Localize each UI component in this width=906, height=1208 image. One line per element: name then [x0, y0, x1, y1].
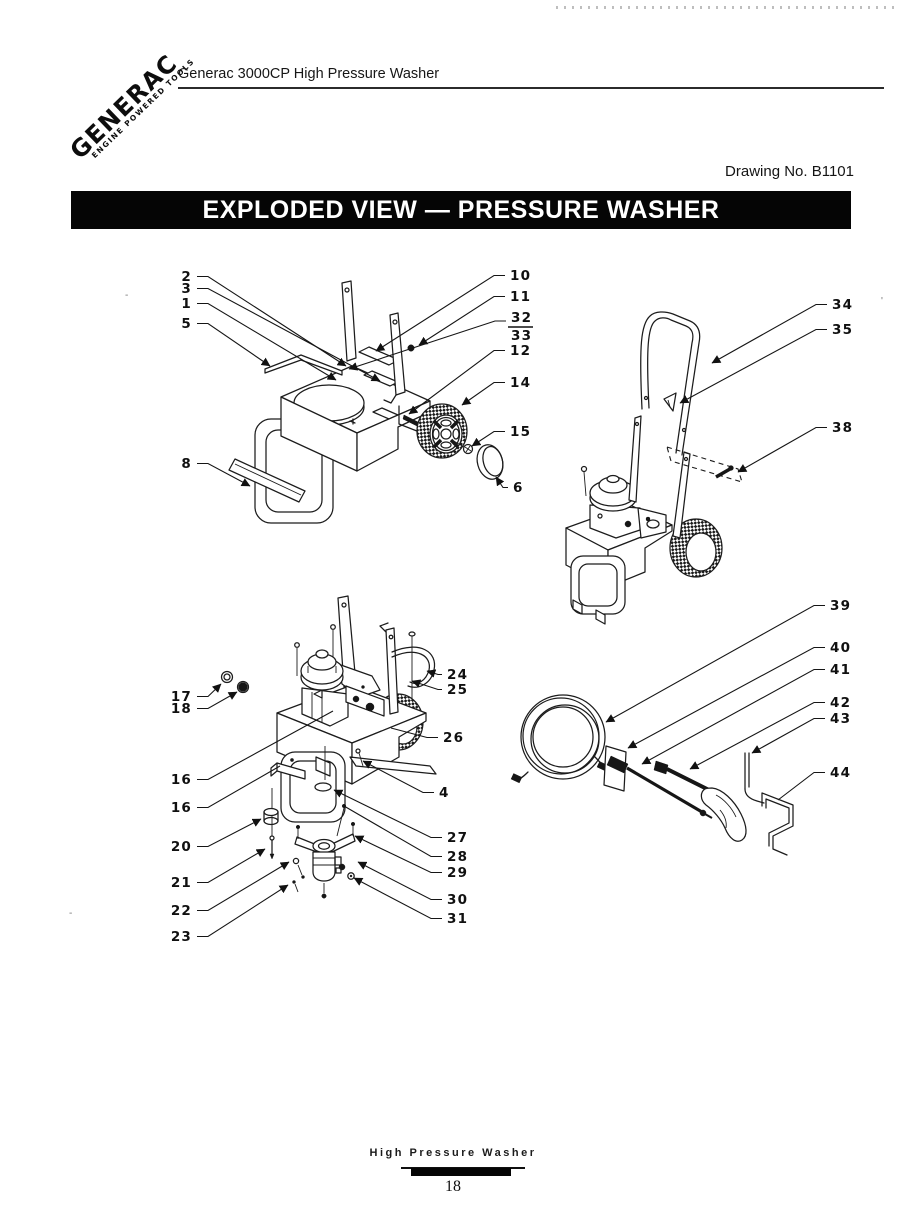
callout-8-leader	[197, 462, 251, 487]
callout-1-leader	[197, 302, 337, 381]
callout-6-leader	[495, 476, 508, 489]
callout-44-leader	[777, 771, 825, 801]
callout-22-label: 22	[171, 903, 192, 919]
hose-wand-gun-drawing	[510, 694, 794, 856]
callout-34-leader	[711, 303, 827, 364]
callout-40-label: 40	[830, 640, 851, 656]
callout-24-leader	[426, 669, 442, 678]
callout-1-label: 1	[181, 296, 192, 312]
callout-11-leader	[418, 295, 505, 346]
callout-42-label: 42	[830, 695, 851, 711]
scan-speck: '	[881, 296, 883, 307]
callout-20-leader	[197, 818, 262, 848]
header-rule	[178, 87, 884, 89]
footer-label: High Pressure Washer	[369, 1147, 537, 1159]
callout-30-label: 30	[447, 892, 468, 908]
callout-31-label: 31	[447, 911, 468, 927]
callout-28-leader	[343, 805, 442, 858]
callout-44-label: 44	[830, 765, 851, 781]
callout-3-leader	[197, 287, 381, 382]
drawing-number: Drawing No. B1101	[725, 163, 854, 180]
callout-29-label: 29	[447, 865, 468, 881]
callout-10-leader	[375, 274, 505, 352]
callout-4-leader	[362, 760, 434, 794]
callout-18-label: 18	[171, 701, 192, 717]
callout-21-label: 21	[171, 875, 192, 891]
callout-31-leader	[353, 877, 442, 920]
callout-16-leader	[197, 765, 281, 809]
frame-wheel-exploded-drawing	[228, 280, 504, 524]
callout-8-label: 8	[181, 456, 192, 472]
callout-24-label: 24	[447, 667, 468, 683]
callout-25-label: 25	[447, 682, 468, 698]
callout-43-label: 43	[830, 711, 851, 727]
callout-2-leader	[197, 275, 347, 367]
callout-3-label: 3	[181, 281, 192, 297]
page-title: Generac 3000CP High Pressure Washer	[178, 66, 440, 82]
callout-16-leader	[197, 710, 334, 781]
callout-6-label: 6	[513, 480, 524, 496]
callout-10-label: 10	[510, 268, 531, 284]
callout-29-leader	[354, 835, 442, 874]
callout-18-leader	[197, 691, 238, 710]
callout-26-leader	[390, 727, 438, 739]
callout-12-label: 12	[510, 343, 531, 359]
callout-14-label: 14	[510, 375, 531, 391]
callout-39-leader	[605, 604, 825, 723]
callout-11-label: 11	[510, 289, 531, 305]
callout-27-label: 27	[447, 830, 468, 846]
callout-39-label: 39	[830, 598, 851, 614]
callout-34-label: 34	[832, 297, 853, 313]
callout-38-label: 38	[832, 420, 853, 436]
callout-23-leader	[197, 884, 289, 938]
callout-4-label: 4	[439, 785, 450, 801]
callout-26-label: 26	[443, 730, 464, 746]
callout-28-label: 28	[447, 849, 468, 865]
callout-30-leader	[357, 861, 442, 901]
callout-35-leader	[679, 328, 827, 404]
scan-speck: -	[69, 908, 73, 919]
page-number: 18	[445, 1178, 461, 1195]
callout-33-label: 33	[511, 328, 532, 344]
engine-pump-exploded-drawing	[220, 595, 437, 899]
callout-16-label: 16	[171, 772, 192, 788]
callout-5-label: 5	[181, 316, 192, 332]
callout-42-leader	[689, 701, 825, 770]
callout-5-leader	[197, 322, 271, 367]
assembled-cart-drawing	[565, 311, 743, 625]
callout-38-leader	[737, 426, 827, 473]
callout-41-leader	[641, 668, 825, 765]
callout-14-leader	[461, 381, 505, 406]
callout-41-label: 41	[830, 662, 851, 678]
callout-17-label: 17	[171, 689, 192, 705]
callout-43-leader	[751, 717, 825, 754]
callout-22-leader	[197, 861, 290, 912]
callout-2-label: 2	[181, 269, 192, 285]
callout-40-leader	[627, 646, 825, 749]
callout-12-leader	[408, 349, 505, 415]
callout-15-leader	[471, 430, 505, 447]
section-banner-text: EXPLODED VIEW — PRESSURE WASHER	[202, 195, 720, 224]
callout-32-label: 32	[511, 310, 532, 326]
section-banner: EXPLODED VIEW — PRESSURE WASHER	[71, 191, 851, 229]
callout-16-label: 16	[171, 800, 192, 816]
callout-15-label: 15	[510, 424, 531, 440]
callout-20-label: 20	[171, 839, 192, 855]
callout-32-33-leader	[348, 320, 506, 371]
footer-rule-thick	[411, 1168, 511, 1176]
callout-25-leader	[411, 679, 442, 691]
scan-artifact-dots	[556, 6, 896, 9]
callout-27-leader	[333, 789, 442, 839]
callout-layer: 2315810111214156343538171816162021222324…	[171, 268, 853, 945]
scan-speck: -	[125, 290, 129, 301]
callout-21-leader	[197, 848, 266, 884]
callout-35-label: 35	[832, 322, 853, 338]
callout-17-leader	[197, 683, 222, 698]
callout-23-label: 23	[171, 929, 192, 945]
